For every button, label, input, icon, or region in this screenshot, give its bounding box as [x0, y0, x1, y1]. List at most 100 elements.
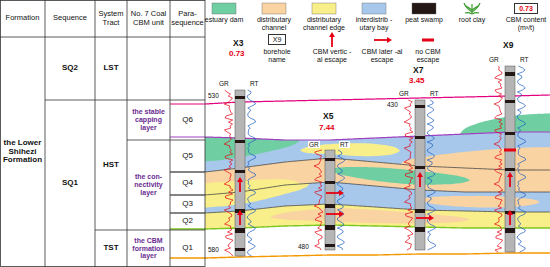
table-header: Formation — [0, 0, 45, 37]
legend-label: peat swamp — [401, 16, 447, 24]
log-curve-name: GR — [218, 80, 230, 87]
rt-curve — [517, 66, 526, 252]
log-curve-name: GR — [488, 56, 500, 63]
legend-label: no CBM escape — [407, 48, 449, 63]
log-curve-name: RT — [249, 80, 260, 87]
log-curve-name: RT — [429, 90, 440, 97]
parasequence-cell: Q2 — [170, 213, 205, 230]
escape-arrow — [507, 210, 513, 215]
coal-seam — [415, 105, 425, 108]
stratigraphy-table — [170, 213, 205, 214]
facies-lens — [205, 137, 300, 162]
borehole-logs — [224, 66, 526, 256]
coal-seam — [415, 136, 425, 139]
escape-arrow — [509, 177, 511, 187]
legend-swatch — [312, 3, 336, 14]
sequence-boundary — [170, 132, 550, 140]
escape-arrow — [339, 190, 344, 196]
escape-arrow — [416, 217, 429, 219]
root-clay-icon — [465, 13, 472, 14]
borehole-name: X9 — [502, 41, 514, 50]
table-header: No. 7 Coal CBM unit — [127, 0, 170, 37]
borehole-name: X7 — [412, 66, 424, 75]
parasequence-cell: Q4 — [170, 172, 205, 195]
stratigraphy-table — [170, 195, 205, 196]
coal-seam — [505, 100, 515, 103]
sequence-boundary — [170, 182, 550, 195]
borehole-log — [224, 90, 256, 256]
coal-seam — [505, 228, 515, 233]
log-curve-name: GR — [308, 141, 320, 148]
coal-seam — [505, 168, 515, 171]
coal-seam — [505, 211, 515, 214]
facies-lens — [205, 183, 310, 207]
facies-lens — [330, 167, 470, 185]
lithology-column — [415, 100, 425, 250]
stratigraphy-table — [45, 100, 205, 101]
stratigraphy-table — [0, 0, 205, 267]
sequence-boundary — [170, 158, 550, 172]
escape-arrow — [239, 182, 241, 192]
legend-samples — [212, 3, 480, 47]
borehole-log — [404, 100, 436, 250]
escape-arrow — [429, 215, 434, 221]
coal-seam — [325, 244, 335, 247]
root-clay-icon — [472, 13, 479, 14]
parasequence-cell: Q3 — [170, 195, 205, 213]
depth-mark: 530 — [207, 92, 220, 99]
root-clay-icon — [472, 3, 480, 12]
legend-label: CBM later -al escape — [361, 48, 403, 63]
table-header: Para-sequence — [170, 0, 205, 37]
formation-cell: the Lower Shihezi Formation — [0, 37, 45, 267]
coal-seam — [505, 72, 515, 76]
borehole-log — [494, 66, 526, 252]
parasequence-cell: Q6 — [170, 100, 205, 140]
escape-arrow — [329, 32, 335, 37]
coal-seam — [235, 170, 245, 173]
gr-curve — [494, 66, 503, 252]
coal-seam — [415, 166, 425, 169]
stratigraphy-table — [1, 1, 206, 267]
depth-mark: 430 — [386, 101, 399, 108]
legend-sample-box: X9 — [268, 34, 286, 45]
stratigraphy-table — [95, 230, 205, 231]
escape-arrow — [417, 172, 423, 177]
log-curve-name: GR — [398, 90, 410, 97]
legend-label: estuary dam — [201, 16, 247, 24]
no-escape-bar — [422, 39, 434, 42]
sequence-cell: SQ1 — [45, 100, 95, 267]
stratigraphy-table — [95, 0, 96, 267]
gr-curve — [224, 90, 233, 256]
stratigraphy-table — [0, 37, 205, 38]
rt-curve — [247, 90, 256, 256]
lithology-column — [235, 90, 245, 256]
escape-arrow — [339, 211, 344, 217]
cbm-content: 7.44 — [318, 124, 336, 133]
parasequence-cell: Q5 — [170, 140, 205, 172]
coal-seam — [235, 228, 245, 233]
escape-arrow — [237, 210, 243, 215]
sequence-boundary — [170, 225, 550, 229]
coal-seam — [235, 248, 245, 251]
depth-mark: 580 — [207, 246, 220, 253]
legend-swatch — [212, 3, 236, 14]
legend-label: interdistrib -utary bay — [351, 16, 397, 31]
sequence-cell: SQ2 — [45, 37, 95, 100]
escape-arrow — [326, 213, 339, 215]
stratigraphy-table — [170, 0, 171, 267]
escape-arrow — [374, 39, 387, 41]
cbm-unit-cell: the con-nectivity layer — [127, 140, 170, 230]
coal-seam — [415, 209, 425, 213]
cbm-unit-cell: the CBM formation layer — [127, 230, 170, 267]
coal-seam — [505, 132, 515, 135]
root-clay-icon — [464, 3, 472, 12]
stratigraphy-table — [127, 140, 205, 141]
legend-swatch — [262, 3, 286, 14]
borehole-name: X3 — [232, 39, 244, 48]
escape-arrow — [509, 215, 511, 225]
coal-seam — [325, 181, 335, 184]
rt-curve — [337, 150, 345, 250]
root-clay-icon — [472, 6, 478, 10]
stratigraphy-table — [127, 0, 128, 267]
table-header: Sequence — [45, 0, 95, 37]
